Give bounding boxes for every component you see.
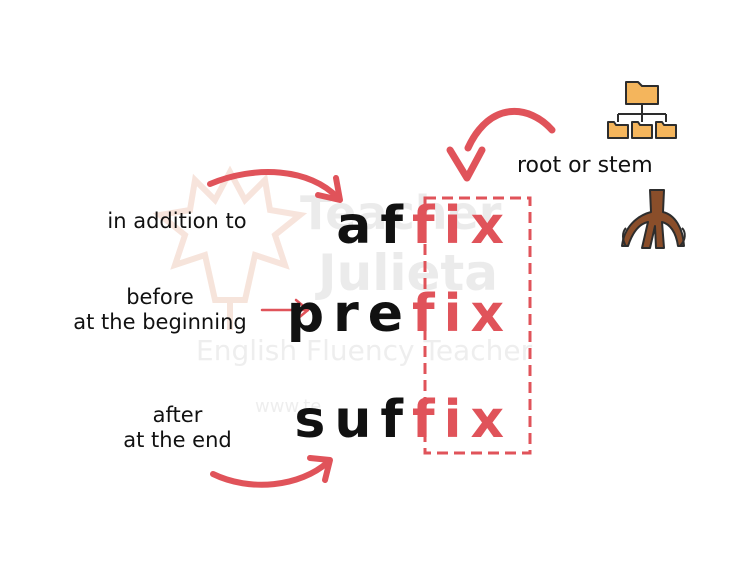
- word-prefix: prefix: [287, 288, 513, 340]
- prefix-part: af: [336, 196, 412, 256]
- curved-arrow-icon: [446, 108, 556, 182]
- root-dashed-box: [423, 196, 532, 455]
- root-or-stem-label: root or stem: [517, 153, 653, 178]
- watermark-line-3: English Fluency Teacher: [196, 334, 533, 367]
- maple-leaf-watermark-icon: [152, 165, 308, 330]
- arrow-icon: [207, 169, 343, 203]
- tree-roots-icon: [621, 189, 686, 249]
- meaning-line: at the beginning: [73, 310, 247, 334]
- meaning-line: before: [126, 285, 194, 309]
- arrow-icon: [210, 455, 333, 488]
- prefix-part: suf: [294, 390, 412, 450]
- meaning-line: at the end: [123, 428, 232, 452]
- word-affix: affix: [336, 200, 513, 252]
- arrow-icon: [260, 298, 310, 322]
- word-suffix: suffix: [294, 394, 513, 446]
- root-part: fix: [412, 390, 513, 450]
- folder-hierarchy-icon: [607, 81, 677, 139]
- meaning-line: in addition to: [107, 209, 247, 233]
- root-part: fix: [412, 196, 513, 256]
- watermark-line-4: www.te: [255, 396, 322, 417]
- prefix-part: pre: [286, 284, 412, 344]
- meaning-label-prefix: before at the beginning: [55, 285, 265, 335]
- meaning-line: after: [152, 403, 203, 427]
- meaning-label-suffix: after at the end: [100, 403, 255, 453]
- meaning-label-affix: in addition to: [92, 209, 262, 234]
- root-part: fix: [412, 284, 513, 344]
- watermark-line-2: Julieta: [318, 244, 499, 302]
